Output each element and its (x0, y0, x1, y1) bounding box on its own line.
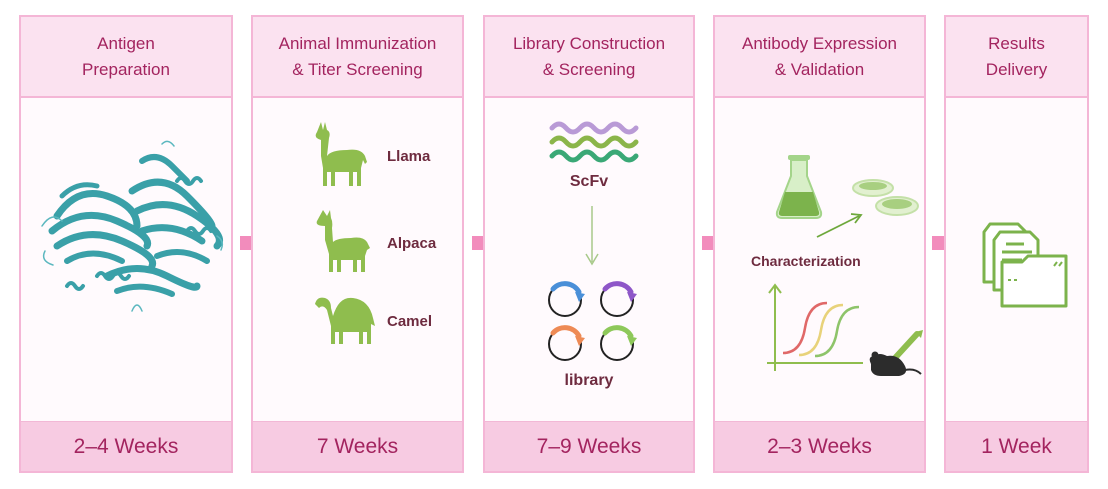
animal-label-llama: Llama (387, 148, 431, 165)
animal-label-camel: Camel (387, 313, 433, 330)
step-panel-library-construction: Library Construction & Screening ScFv (483, 15, 695, 473)
step-title-line2: & Screening (542, 59, 636, 79)
step-title-line2: Preparation (82, 59, 170, 79)
scfv-wave-icon (549, 121, 639, 163)
protein-structure-icon (41, 140, 224, 312)
scfv-label: ScFv (569, 173, 609, 190)
step-header: Library Construction & Screening (485, 17, 693, 98)
animal-label-alpaca: Alpaca (387, 235, 437, 252)
mouse-syringe-icon (869, 330, 923, 376)
down-arrow-icon (585, 206, 599, 266)
documents-folder-icon (982, 222, 1068, 308)
step-title-line2: Delivery (985, 59, 1048, 79)
step-body: Llama Alpaca Camel (253, 98, 462, 421)
llama-icon (315, 122, 367, 186)
camel-icon (315, 297, 375, 344)
step-title-line2: & Titer Screening (292, 59, 423, 79)
step-duration: 1 Week (946, 421, 1087, 471)
step-header: Antibody Expression & Validation (715, 17, 924, 98)
step-duration: 2–4 Weeks (21, 421, 231, 471)
step-panel-animal-immunization: Animal Immunization & Titer Screening Ll… (251, 15, 464, 473)
step-duration: 2–3 Weeks (715, 421, 924, 471)
step-header: Animal Immunization & Titer Screening (253, 17, 462, 98)
library-label: library (564, 372, 614, 389)
step-title-line1: Results (988, 33, 1045, 53)
step-header: Results Delivery (946, 17, 1087, 98)
step-title-line1: Library Construction (512, 33, 666, 53)
petri-dish-icon (852, 179, 919, 216)
step-body: ScFv library (485, 98, 693, 421)
step-header: Antigen Preparation (21, 17, 231, 98)
binding-curve-chart-icon (767, 283, 863, 371)
step-panel-antigen-preparation: Antigen Preparation (19, 15, 233, 473)
step-title-line1: Antigen (97, 33, 155, 53)
plasmid-library-icon (548, 281, 637, 361)
step-title-line1: Antibody Expression (742, 33, 897, 53)
step-body: Characterization (715, 98, 924, 421)
step-panel-antibody-expression: Antibody Expression & Validation Charact… (713, 15, 926, 473)
alpaca-icon (316, 210, 370, 272)
step-panel-results-delivery: Results Delivery 1 Week (944, 15, 1089, 473)
step-title-line1: Animal Immunization (278, 33, 437, 53)
characterization-label: Characterization (751, 253, 861, 269)
flask-icon (775, 155, 823, 219)
step-body (946, 98, 1087, 421)
step-duration: 7 Weeks (253, 421, 462, 471)
step-title-line2: & Validation (774, 59, 865, 79)
step-body (21, 98, 231, 421)
step-duration: 7–9 Weeks (485, 421, 693, 471)
trend-arrow-icon (816, 213, 863, 238)
